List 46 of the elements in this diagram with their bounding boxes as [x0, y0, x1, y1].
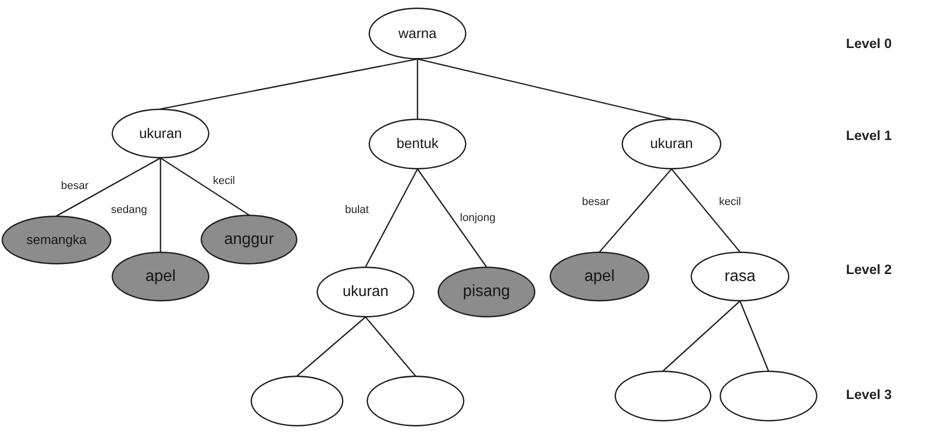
tree-node: [111, 251, 210, 302]
connector-line: [364, 168, 418, 268]
tree-node: [549, 251, 650, 302]
connector-line: [417, 58, 672, 120]
tree-node: [368, 118, 467, 170]
empty-node: [614, 370, 712, 422]
node-text: bentuk: [396, 136, 439, 152]
tree-node: [316, 266, 415, 318]
connector-line: [671, 168, 740, 252]
node-text: ukuran: [650, 136, 693, 152]
tree-node: [111, 108, 210, 159]
node-text: apel: [145, 268, 176, 286]
node-text: rasa: [724, 268, 756, 286]
node-text: anggur: [224, 230, 274, 248]
empty-node: [366, 375, 465, 427]
connector-line: [599, 168, 672, 252]
node-text: ukuran: [139, 126, 182, 142]
tree-node: [690, 251, 790, 302]
connector-line: [365, 316, 416, 376]
tree-node: [200, 214, 298, 265]
edge-label: sedang: [110, 204, 148, 217]
node-text: semangka: [26, 232, 86, 248]
tree-node: [621, 118, 722, 170]
edge-label: lonjong: [459, 212, 496, 225]
empty-node: [250, 375, 344, 427]
tree-node: [437, 266, 536, 318]
connector-line: [662, 300, 740, 372]
connector-line: [296, 316, 366, 376]
connector-line: [416, 59, 418, 119]
connector-line: [56, 157, 161, 217]
node-text: warna: [398, 26, 437, 42]
level-label: Level 0: [846, 36, 892, 52]
connector-line: [160, 158, 162, 252]
node-text: apel: [584, 268, 615, 286]
level-label: Level 3: [846, 387, 892, 403]
level-label: Level 1: [846, 128, 892, 144]
tree-node: [368, 7, 467, 60]
connector-line: [160, 157, 250, 216]
connector-line: [160, 58, 418, 110]
connector-line: [416, 168, 488, 268]
tree-node: [1, 215, 112, 265]
empty-node: [719, 370, 818, 422]
level-label: Level 2: [846, 262, 892, 278]
connector-line: [739, 300, 770, 372]
node-text: ukuran: [342, 284, 388, 300]
node-text: pisang: [462, 283, 510, 301]
